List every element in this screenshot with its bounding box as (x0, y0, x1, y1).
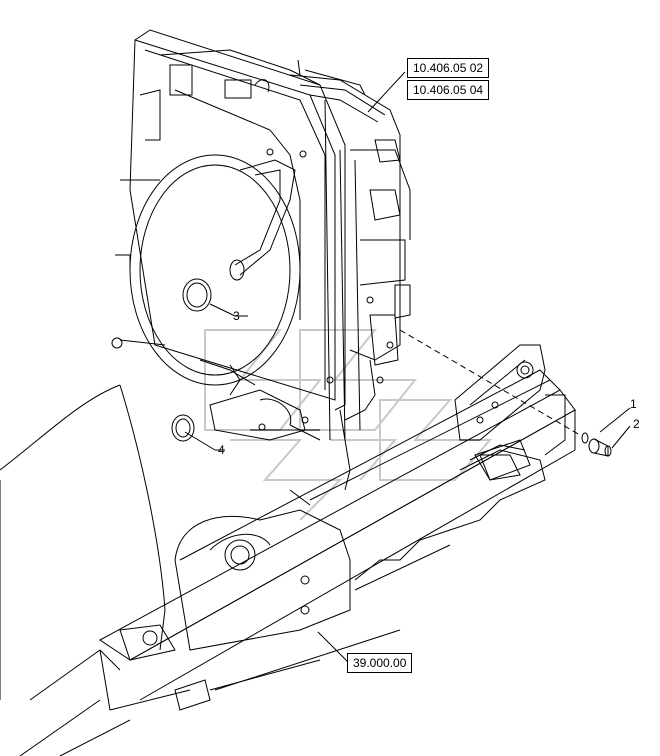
watermark-logo (204, 329, 493, 521)
alignment-line (399, 329, 581, 436)
bolt-and-washer (581, 432, 612, 457)
radiator-assembly (111, 29, 346, 442)
reference-box-top-2[interactable]: 10.406.05 04 (407, 80, 490, 100)
callout-2: 2 (633, 417, 640, 431)
callout-3: 3 (233, 309, 240, 323)
leader-lines (184, 71, 631, 665)
callout-4: 4 (218, 443, 225, 457)
cab-pillar (0, 384, 166, 700)
reference-box-bottom[interactable]: 39.000.00 (347, 653, 413, 673)
condenser-pack (289, 59, 411, 491)
mounting-bracket (454, 344, 566, 481)
reference-box-top-1[interactable]: 10.406.05 02 (407, 58, 490, 78)
chassis-frame (19, 369, 576, 756)
callout-1: 1 (630, 397, 637, 411)
